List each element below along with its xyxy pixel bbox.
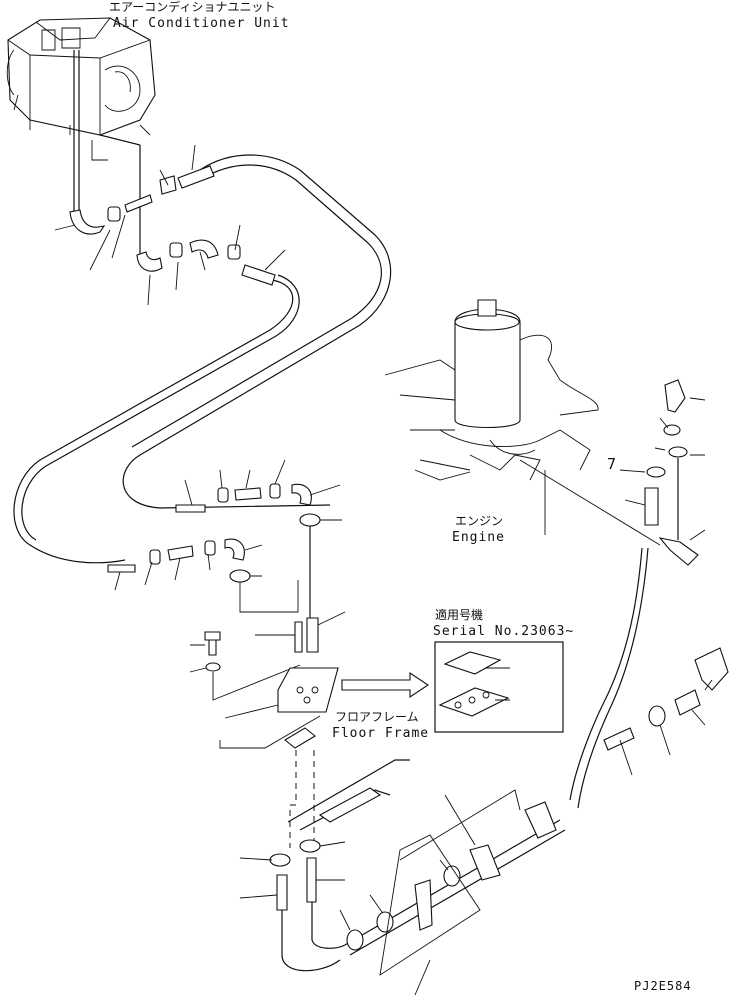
lower-hose-assembly (339, 789, 566, 996)
hose-fittings-upper (69, 165, 276, 286)
hose-fittings-middle (107, 483, 312, 573)
serial-variant-box (434, 641, 564, 733)
air-conditioner-unit (6, 17, 156, 161)
serial-label-en: Serial No.23063~ (433, 624, 575, 639)
heater-hose-loop (13, 154, 392, 564)
callout-number-7: 7 (607, 455, 618, 473)
engine-label-jp: エンジン (455, 514, 504, 528)
floor-frame-label-jp: フロアフレーム (335, 710, 419, 724)
drawing-code: PJ2E584 (634, 979, 692, 993)
engine-label-en: Engine (452, 530, 505, 545)
floor-frame-label-en: Floor Frame (332, 726, 430, 741)
ac-unit-label-jp: エアーコンディショナユニット (109, 0, 276, 14)
engine (384, 299, 661, 546)
serial-label-jp: 適用号機 (435, 608, 484, 622)
ac-unit-label-en: Air Conditioner Unit (113, 16, 290, 31)
